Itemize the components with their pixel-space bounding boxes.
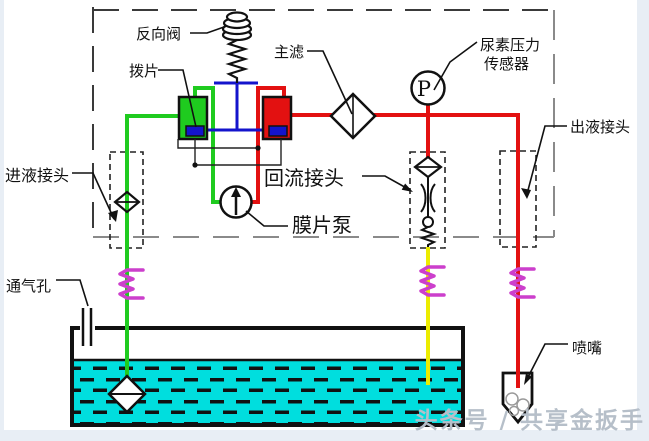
- module-boundary: [92, 7, 555, 238]
- return-valve-symbol: [413, 155, 443, 247]
- label-vent-hole: 通气孔: [6, 277, 51, 295]
- suction-strainer-symbol: [107, 374, 147, 414]
- heater-coil-return: [419, 265, 446, 297]
- green-valve-armature: [185, 125, 205, 137]
- check-valve-symbol: [221, 11, 253, 83]
- vent-hole-symbol: [81, 308, 93, 346]
- label-outlet-connector: 出液接头: [570, 118, 630, 136]
- spray-droplets: [505, 392, 530, 417]
- leader-return: [362, 175, 411, 191]
- nozzle-symbol: [501, 371, 534, 425]
- linkage-wires: [177, 139, 282, 168]
- leader-lines: [56, 26, 568, 382]
- suction-line: [125, 86, 221, 376]
- inlet-filter-symbol: [113, 190, 141, 214]
- label-paddle: 拨片: [129, 62, 159, 80]
- heater-coil-suction: [118, 268, 145, 300]
- label-return-connector: 回流接头: [264, 166, 344, 190]
- leader-outlet: [526, 125, 567, 195]
- pressure-sensor-letter: P: [417, 77, 431, 101]
- leader-main-filter: [307, 50, 353, 115]
- leader-pump: [245, 210, 288, 227]
- label-pressure-sensor-line2: 传感器: [484, 55, 529, 73]
- label-pressure-sensor-line1: 尿素压力: [480, 36, 540, 54]
- tank-walls: [70, 326, 465, 427]
- leader-check-valve: [190, 26, 225, 34]
- junction-dot: [255, 145, 261, 151]
- label-nozzle: 喷嘴: [572, 339, 602, 357]
- label-check-valve: 反向阀: [136, 25, 181, 43]
- red-valve-armature: [268, 125, 288, 137]
- return-connector-box: [409, 151, 446, 249]
- label-diaphragm-pump: 膜片泵: [292, 213, 352, 237]
- valve-blocks: [177, 95, 293, 141]
- heater-coil-pressure: [509, 267, 536, 299]
- right-edge-strip: [637, 0, 649, 441]
- leader-nozzle: [525, 343, 568, 382]
- left-edge-strip: [0, 0, 4, 441]
- leader-paddle: [158, 69, 197, 128]
- heater-coils: [118, 265, 536, 300]
- junction-dot: [192, 162, 198, 168]
- bottom-edge-strip: [0, 430, 649, 441]
- pilot-lines: [207, 81, 263, 132]
- leader-inlet: [72, 172, 115, 220]
- pump-arrow: [231, 187, 241, 197]
- leader-arrowheads: [108, 183, 533, 385]
- watermark-text: 头条号 / 共享金扳手: [415, 407, 645, 434]
- pressure-sensor-symbol: P: [410, 70, 446, 106]
- leader-vent: [56, 279, 89, 307]
- main-filter-symbol: [329, 92, 377, 140]
- check-valve-spring: [225, 39, 249, 83]
- label-inlet-connector: 进液接头: [5, 166, 69, 185]
- diaphragm-pump-symbol: [219, 185, 253, 219]
- leader-pressure-sensor: [433, 41, 478, 91]
- label-main-filter: 主滤: [274, 43, 304, 61]
- labels: 反向阀 拨片 主滤 尿素压力 传感器 出液接头 进液接头 回流接头 膜片泵 通气…: [5, 25, 630, 357]
